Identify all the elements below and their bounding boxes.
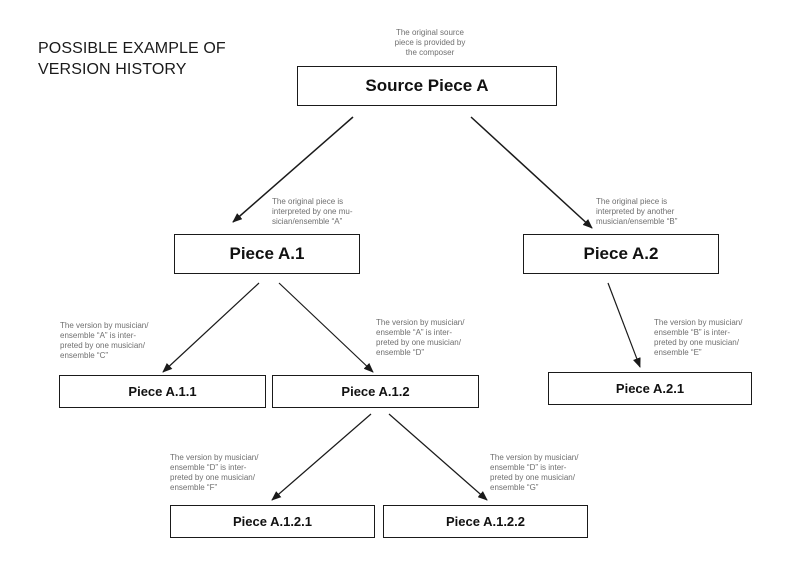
note-a11: The version by musician/ ensemble “A” is… xyxy=(60,321,148,361)
note-line: The original piece is xyxy=(272,197,344,206)
note-line: ensemble “C” xyxy=(60,351,109,360)
note-line: ensemble “D” xyxy=(376,348,425,357)
node-piece-a11: Piece A.1.1 xyxy=(59,375,266,408)
note-line: preted by one musician/ xyxy=(60,341,145,350)
node-source-piece-a: Source Piece A xyxy=(297,66,557,106)
note-a12: The version by musician/ ensemble “A” is… xyxy=(376,318,464,358)
note-a122: The version by musician/ ensemble “D” is… xyxy=(490,453,578,493)
note-line: The version by musician/ xyxy=(376,318,465,327)
arrow-a12-to-a122 xyxy=(388,413,488,501)
arrow-source-to-a1 xyxy=(232,116,354,223)
node-piece-a1: Piece A.1 xyxy=(174,234,360,274)
note-line: sician/ensemble “A” xyxy=(272,217,343,226)
node-piece-a12: Piece A.1.2 xyxy=(272,375,479,408)
note-a1: The original piece is interpreted by one… xyxy=(272,197,353,227)
note-line: The version by musician/ xyxy=(490,453,579,462)
note-line: The version by musician/ xyxy=(170,453,259,462)
note-line: preted by one musician/ xyxy=(376,338,461,347)
note-line: ensemble “A” is inter- xyxy=(376,328,453,337)
note-line: ensemble “B” is inter- xyxy=(654,328,731,337)
note-line: The original piece is xyxy=(596,197,668,206)
note-line: ensemble “F” xyxy=(170,483,218,492)
note-line: preted by one musician/ xyxy=(490,473,575,482)
note-line: preted by one musician/ xyxy=(654,338,739,347)
node-piece-a2: Piece A.2 xyxy=(523,234,719,274)
arrow-a2-to-a21 xyxy=(607,282,641,368)
note-a21: The version by musician/ ensemble “B” is… xyxy=(654,318,742,358)
node-piece-a21: Piece A.2.1 xyxy=(548,372,752,405)
heading-line-2: VERSION HISTORY xyxy=(38,61,187,78)
note-line: the composer xyxy=(405,48,455,57)
note-line: musician/ensemble “B” xyxy=(596,217,678,226)
arrow-a1-to-a11 xyxy=(162,282,260,373)
note-line: The version by musician/ xyxy=(60,321,149,330)
note-a121: The version by musician/ ensemble “D” is… xyxy=(170,453,258,493)
arrow-a1-to-a12 xyxy=(278,282,374,373)
note-source: The original source piece is provided by… xyxy=(380,28,480,58)
note-line: ensemble “G” xyxy=(490,483,539,492)
note-line: piece is provided by xyxy=(394,38,466,47)
note-line: ensemble “E” xyxy=(654,348,702,357)
note-line: ensemble “A” is inter- xyxy=(60,331,137,340)
heading-line-1: POSSIBLE EXAMPLE OF xyxy=(38,40,226,57)
note-a2: The original piece is interpreted by ano… xyxy=(596,197,677,227)
note-line: preted by one musician/ xyxy=(170,473,255,482)
note-line: interpreted by one mu- xyxy=(272,207,353,216)
note-line: ensemble “D” is inter- xyxy=(490,463,567,472)
note-line: ensemble “D” is inter- xyxy=(170,463,247,472)
note-line: The original source xyxy=(395,28,465,37)
note-line: interpreted by another xyxy=(596,207,675,216)
arrow-a12-to-a121 xyxy=(271,413,372,501)
node-piece-a122: Piece A.1.2.2 xyxy=(383,505,588,538)
arrow-source-to-a2 xyxy=(470,116,593,229)
diagram-heading: POSSIBLE EXAMPLE OF VERSION HISTORY xyxy=(38,38,226,80)
node-piece-a121: Piece A.1.2.1 xyxy=(170,505,375,538)
note-line: The version by musician/ xyxy=(654,318,743,327)
